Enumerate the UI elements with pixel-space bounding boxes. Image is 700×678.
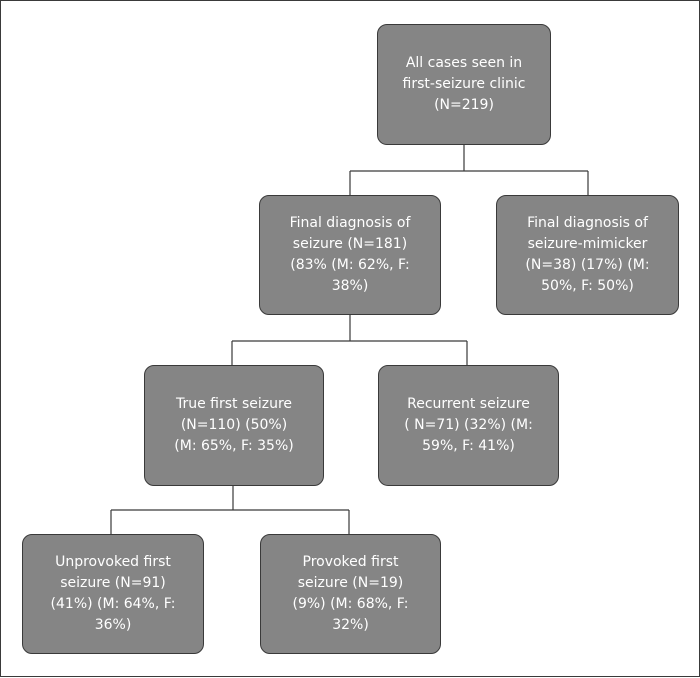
node-mimicker-line-1: Final diagnosis of [527, 215, 648, 231]
node-all-cases-line-3: (N=219) [434, 97, 494, 113]
node-mimicker-line-2: seizure-mimicker [527, 236, 648, 252]
connector-true-first [110, 486, 350, 534]
node-mimicker-line-4: 50%, F: 50%) [541, 278, 634, 294]
node-provoked-line-4: 32%) [332, 617, 369, 633]
node-true-first: True first seizure (N=110) (50%) (M: 65%… [144, 365, 324, 486]
node-provoked-line-2: seizure (N=19) [297, 575, 404, 591]
node-unprovoked: Unprovoked first seizure (N=91) (41%) (M… [22, 534, 204, 654]
node-seizure: Final diagnosis of seizure (N=181) (83% … [259, 195, 441, 315]
node-provoked: Provoked first seizure (N=19) (9%) (M: 6… [260, 534, 441, 654]
node-unprovoked-line-3: (41%) (M: 64%, F: [50, 596, 176, 612]
node-true-first-line-1: True first seizure [175, 396, 293, 412]
node-true-first-line-2: (N=110) (50%) [180, 417, 288, 433]
node-unprovoked-line-1: Unprovoked first [55, 554, 171, 570]
node-unprovoked-line-2: seizure (N=91) [60, 575, 166, 591]
node-true-first-line-3: (M: 65%, F: 35%) [174, 438, 294, 454]
node-mimicker-line-3: (N=38) (17%) (M: [525, 257, 650, 273]
node-recurrent-line-2: ( N=71) (32%) (M: [404, 417, 533, 433]
connector-seizure [231, 315, 468, 365]
connector-all-cases [349, 145, 589, 195]
node-provoked-line-3: (9%) (M: 68%, F: [292, 596, 409, 612]
node-recurrent: Recurrent seizure ( N=71) (32%) (M: 59%,… [378, 365, 559, 486]
node-recurrent-line-1: Recurrent seizure [407, 396, 530, 412]
node-seizure-line-2: seizure (N=181) [292, 236, 408, 252]
node-provoked-line-1: Provoked first [302, 554, 399, 570]
node-mimicker: Final diagnosis of seizure-mimicker (N=3… [496, 195, 679, 315]
node-recurrent-line-3: 59%, F: 41%) [422, 438, 515, 454]
node-all-cases: All cases seen in first-seizure clinic (… [377, 24, 551, 145]
node-all-cases-line-2: first-seizure clinic [402, 76, 526, 92]
node-all-cases-line-1: All cases seen in [405, 55, 523, 71]
node-seizure-line-1: Final diagnosis of [289, 215, 411, 231]
node-seizure-line-3: (83% (M: 62%, F: [290, 257, 410, 273]
node-seizure-line-4: 38%) [331, 278, 369, 294]
node-unprovoked-line-4: 36%) [94, 617, 132, 633]
